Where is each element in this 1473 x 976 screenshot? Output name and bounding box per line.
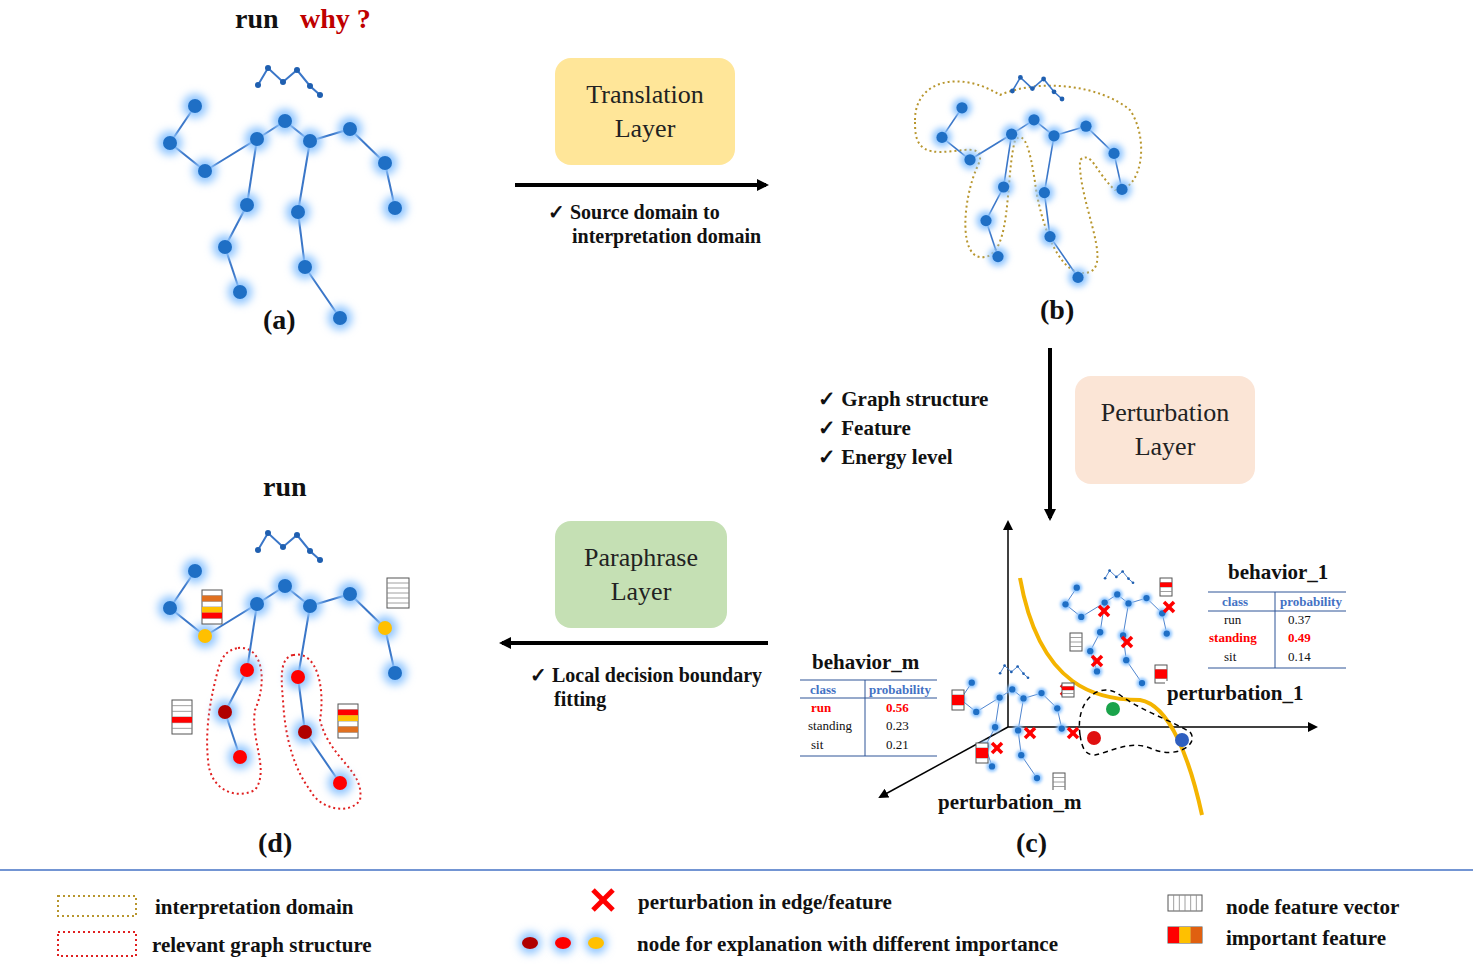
legend-text: interpretation domain — [155, 895, 354, 920]
panel-label: ✓ Graph structure — [818, 387, 988, 412]
table-cell: run — [811, 700, 831, 716]
legend-sample — [519, 932, 607, 954]
panel-label: perturbation_m — [936, 790, 1084, 815]
panel-label: (d) — [258, 826, 292, 860]
skeleton — [932, 75, 1131, 287]
step-note: ✓ Source domain to interpretation domain — [548, 200, 782, 248]
table-cell: probability — [869, 682, 931, 698]
feature-vector — [202, 590, 222, 624]
perturbation-mark — [1092, 656, 1102, 666]
perturbation-mark — [992, 743, 1002, 753]
table-cell: 0.37 — [1288, 612, 1311, 628]
axis — [1007, 522, 1009, 727]
feature-vector — [1053, 773, 1065, 791]
interpretation-domain — [915, 81, 1141, 273]
table-cell: standing — [808, 718, 852, 734]
feature-vector — [338, 704, 358, 738]
layer-box: Perturbation Layer — [1075, 376, 1255, 484]
flow-arrow — [502, 641, 768, 645]
axis — [880, 727, 1008, 797]
divider — [0, 869, 1473, 871]
panel-label: (b) — [1040, 293, 1074, 327]
feature-vector — [1160, 578, 1172, 596]
table-cell: 0.14 — [1288, 649, 1311, 665]
table-cell: 0.49 — [1288, 630, 1311, 646]
legend-sample — [58, 932, 136, 956]
legend-text: perturbation in edge/feature — [638, 890, 892, 915]
feature-vector — [172, 700, 192, 734]
relevant-structure — [207, 648, 262, 794]
perturbation-mark — [1099, 606, 1109, 616]
legend-text: node feature vector — [1226, 895, 1399, 920]
panel-label: behavior_1 — [1228, 560, 1328, 585]
layer-name: Paraphrase Layer — [570, 541, 712, 609]
perturbation-mark — [1122, 637, 1132, 647]
layer-box: Translation Layer — [555, 58, 735, 165]
table-cell: run — [1224, 612, 1241, 628]
panel-label: why ? — [300, 2, 371, 36]
skeleton — [158, 530, 407, 795]
axis — [1008, 726, 1316, 728]
legend-text: node for explanation with different impo… — [637, 932, 1058, 957]
legend-text: relevant graph structure — [152, 933, 372, 958]
feature-vector — [387, 578, 409, 608]
sample-dot — [1106, 702, 1120, 716]
panel-label: (a) — [263, 303, 296, 337]
layer-box: Paraphrase Layer — [555, 521, 727, 628]
flow-arrow — [1048, 348, 1052, 518]
feature-vector — [1168, 927, 1202, 943]
table-cell: 0.23 — [886, 718, 909, 734]
table-cell: standing — [1209, 630, 1257, 646]
panel-label: ✓ Energy level — [818, 445, 953, 470]
sample-dot — [1087, 731, 1101, 745]
relevant-structure — [282, 655, 361, 809]
table-lines — [800, 592, 1346, 756]
skeleton — [158, 65, 407, 330]
step-note: ✓ Local decision boundary fitting — [530, 663, 764, 711]
feature-vector — [952, 690, 964, 710]
legend-sample — [593, 890, 613, 910]
table-cell: 0.21 — [886, 737, 909, 753]
panel-label: run — [263, 470, 307, 504]
table-cell: sit — [1224, 649, 1236, 665]
feature-vector — [976, 743, 988, 763]
legend-sample — [58, 896, 136, 916]
perturbation-mark — [1164, 602, 1174, 612]
feature-vector — [1168, 895, 1202, 911]
legend-text: important feature — [1226, 926, 1386, 951]
table-cell: class — [810, 682, 836, 698]
layer-name: Perturbation Layer — [1090, 396, 1240, 464]
panel-label: (c) — [1016, 826, 1047, 860]
panel-label: run — [235, 2, 279, 36]
perturbation-mark — [1068, 728, 1078, 738]
layer-name: Translation Layer — [570, 78, 720, 146]
table-cell: 0.56 — [886, 700, 909, 716]
table-cell: probability — [1280, 594, 1342, 610]
feature-vector — [1062, 683, 1074, 697]
panel-label: ✓ Feature — [818, 416, 911, 441]
skeleton — [1060, 569, 1172, 688]
flow-arrow — [515, 183, 766, 187]
sample-dot — [1175, 733, 1189, 747]
feature-vector — [1070, 633, 1082, 651]
panel-label: behavior_m — [812, 650, 919, 675]
perturbation-mark — [1025, 728, 1035, 738]
table-cell: sit — [811, 737, 823, 753]
skeleton — [955, 664, 1067, 783]
table-cell: class — [1222, 594, 1248, 610]
panel-label: perturbation_1 — [1165, 681, 1306, 706]
